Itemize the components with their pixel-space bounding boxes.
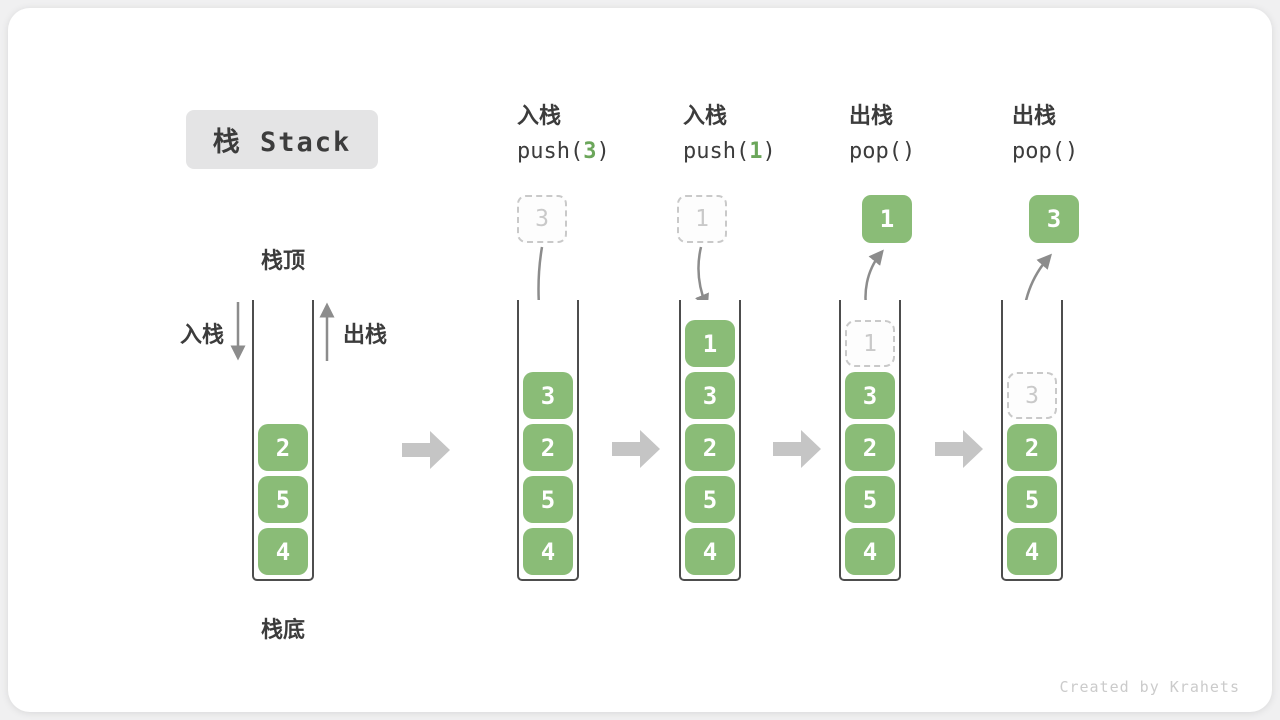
incoming-value-box: 1 (677, 195, 727, 243)
watermark-credit: Created by Krahets (1059, 678, 1240, 696)
stack-cell: 4 (1007, 528, 1057, 575)
op-code: pop() (1012, 141, 1078, 163)
stack-cell: 5 (685, 476, 735, 523)
op-name: 入栈 (683, 104, 728, 129)
title-box: 栈 Stack (186, 110, 378, 169)
push-side-label: 入栈 (180, 323, 225, 348)
op-code: push(3) (517, 141, 610, 163)
ghost-cell: 1 (845, 320, 895, 367)
code-pre: push( (683, 139, 750, 164)
stack-cell: 4 (685, 528, 735, 575)
stack-cell: 3 (845, 372, 895, 419)
popped-value-box: 3 (1029, 195, 1079, 243)
op-name: 出栈 (849, 104, 894, 129)
page-title: 栈 Stack (212, 127, 352, 158)
stack-cell: 5 (1007, 476, 1057, 523)
op-code: pop() (849, 141, 915, 163)
code-pre: push( (517, 139, 584, 164)
op-label-pop-3: 出栈 pop() (1012, 106, 1078, 163)
code-pre: pop() (849, 139, 916, 164)
stack-container-stage-3: 1 3 2 5 4 (679, 300, 741, 581)
stack-container-stage-5: 3 2 5 4 (1001, 300, 1063, 581)
stack-top-label: 栈顶 (260, 249, 305, 274)
pop-side-label: 出栈 (343, 323, 388, 348)
code-arg: 1 (749, 139, 763, 164)
stack-cell: 5 (523, 476, 573, 523)
stack-bottom-label: 栈底 (260, 618, 305, 643)
stack-cell: 4 (523, 528, 573, 575)
stack-cell: 4 (258, 528, 308, 575)
code-post: ) (762, 139, 776, 164)
popped-value-box: 1 (862, 195, 912, 243)
code-arg: 3 (583, 139, 597, 164)
op-label-push-1: 入栈 push(1) (683, 106, 776, 163)
stack-cell: 2 (258, 424, 308, 471)
stack-cell: 1 (685, 320, 735, 367)
op-label-push-3: 入栈 push(3) (517, 106, 610, 163)
stack-cell: 3 (685, 372, 735, 419)
code-post: ) (596, 139, 610, 164)
stack-container-stage-4: 1 3 2 5 4 (839, 300, 901, 581)
stack-cell: 2 (1007, 424, 1057, 471)
stack-cell: 4 (845, 528, 895, 575)
op-name: 出栈 (1012, 104, 1057, 129)
op-label-pop-1: 出栈 pop() (849, 106, 915, 163)
incoming-value-box: 3 (517, 195, 567, 243)
stack-cell: 2 (685, 424, 735, 471)
stack-cell: 2 (523, 424, 573, 471)
op-code: push(1) (683, 141, 776, 163)
stack-container-stage-1: 2 5 4 (252, 300, 314, 581)
stack-container-stage-2: 3 2 5 4 (517, 300, 579, 581)
stack-cell: 2 (845, 424, 895, 471)
stack-cell: 5 (258, 476, 308, 523)
stack-cell: 5 (845, 476, 895, 523)
op-name: 入栈 (517, 104, 562, 129)
ghost-cell: 3 (1007, 372, 1057, 419)
stack-cell: 3 (523, 372, 573, 419)
code-pre: pop() (1012, 139, 1079, 164)
